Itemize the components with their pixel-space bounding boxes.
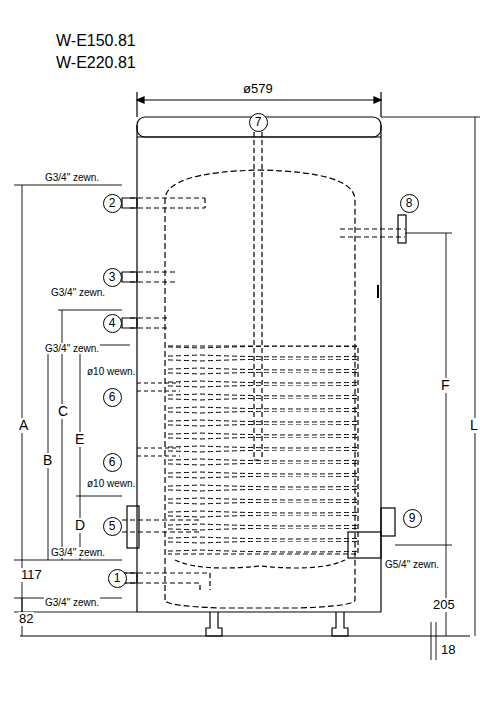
callout-number: 4 (109, 317, 116, 329)
callout-number: 7 (255, 116, 262, 128)
callout-circle: 6 (103, 453, 122, 472)
callout-circle: 4 (103, 314, 122, 333)
callout-circle: 5 (103, 517, 122, 536)
callout-number: 2 (109, 197, 116, 209)
dimension: E (74, 432, 85, 447)
callout-number: 9 (409, 512, 416, 524)
dimension: 18 (440, 643, 456, 657)
callout-number: 6 (109, 391, 116, 403)
dimension: 205 (432, 598, 456, 612)
model-name: W-E220.81 (55, 54, 137, 72)
callout-number: 8 (406, 197, 413, 209)
dimension: L (469, 418, 479, 433)
callout-circle: 8 (400, 194, 419, 213)
callout-circle: 7 (249, 113, 268, 132)
callout-circle: 9 (403, 509, 422, 528)
thread-size: G3/4" zewn. (50, 547, 106, 558)
dimension: ø579 (242, 82, 274, 96)
thread-size: G5/4" zewn. (384, 559, 440, 570)
callout-circle: 3 (103, 268, 122, 287)
dimension: C (57, 404, 69, 419)
callout-circle: 6 (103, 388, 122, 407)
thread-size: G3/4" zewn. (50, 287, 106, 298)
thread-size: G3/4" zewn. (44, 597, 100, 608)
callout-circle: 1 (108, 569, 127, 588)
callout-number: 6 (109, 456, 116, 468)
thread-size: G3/4" zewn. (44, 343, 100, 354)
dimension: D (74, 518, 86, 533)
dimension: 82 (18, 612, 34, 626)
dimension: 117 (20, 568, 43, 582)
hole-size: ø10 wewn. (86, 366, 136, 377)
callout-number: 3 (109, 271, 116, 283)
callout-number: 1 (114, 572, 121, 584)
hole-size: ø10 wewn. (86, 478, 136, 489)
dimension: B (42, 453, 53, 468)
thread-size: G3/4" zewn. (44, 172, 100, 183)
dimension: F (440, 378, 451, 393)
callout-circle: 2 (103, 194, 122, 213)
callout-number: 5 (109, 520, 116, 532)
dimension: A (18, 418, 29, 433)
model-name: W-E150.81 (55, 32, 137, 50)
